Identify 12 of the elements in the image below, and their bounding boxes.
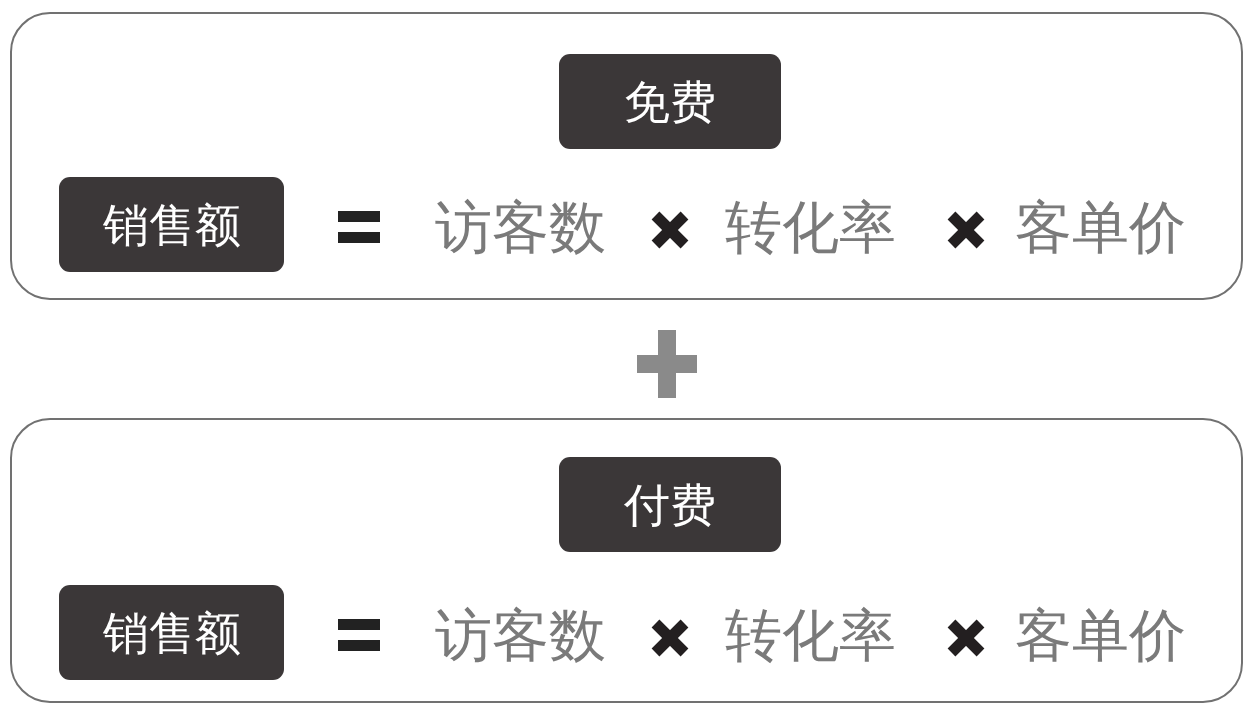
heading-tag: 付费: [559, 457, 781, 552]
formula-term: 访客数: [435, 607, 606, 664]
formula-term: 访客数: [435, 199, 606, 256]
formula-term: 转化率: [725, 607, 896, 664]
formula-term: 客单价: [1015, 199, 1186, 256]
formula-panel: [10, 418, 1243, 703]
formula-term: 转化率: [725, 199, 896, 256]
result-tag: 销售额: [59, 177, 284, 272]
formula-term: 客单价: [1015, 607, 1186, 664]
formula-panel: [10, 12, 1243, 300]
result-tag: 销售额: [59, 585, 284, 680]
heading-tag: 免费: [559, 54, 781, 149]
